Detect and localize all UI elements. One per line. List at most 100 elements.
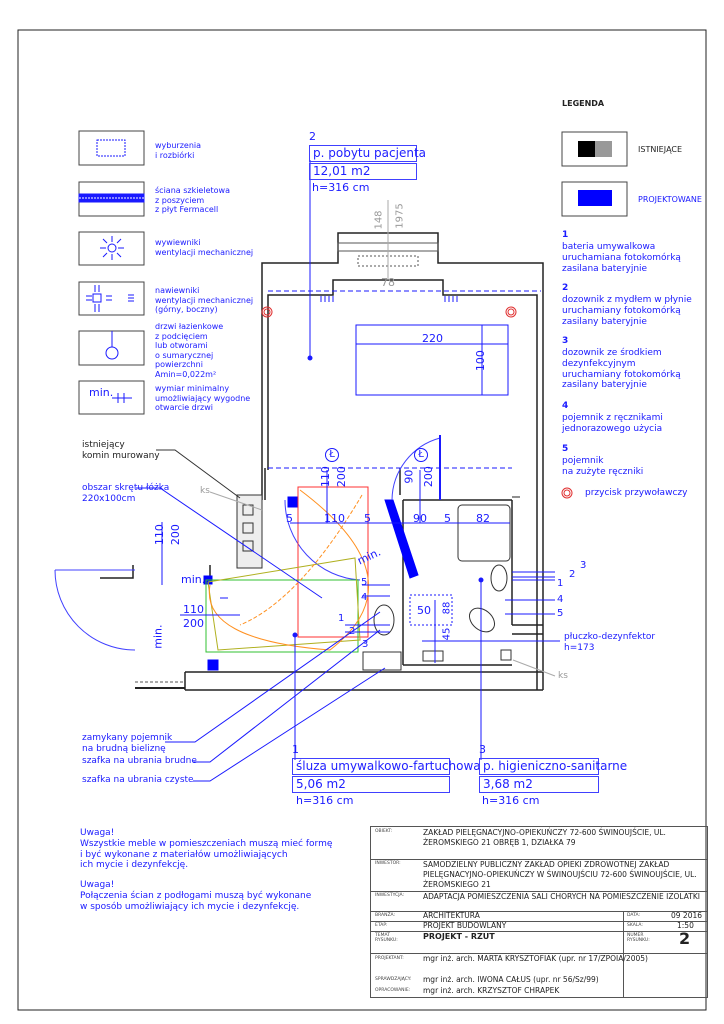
legend-item-text: pojemnik z ręcznikami jednorazowego użyc… [562, 413, 663, 434]
min-dimension-label: min. [151, 624, 165, 649]
laundry-annotation: zamykany pojemnik na brudną bieliznę [82, 733, 173, 754]
dim-82: 82 [476, 512, 490, 525]
investment-value: ADAPTACJA POMIESZCZENIA SALI CHORYCH NA … [423, 892, 700, 901]
fixture-num: 5 [361, 577, 368, 588]
caption: SPRAWDZAJĄCY: [375, 977, 412, 982]
legend-item-text: dozownik z mydłem w płynie uruchamiany f… [562, 295, 692, 327]
room-name: p. pobytu pacjenta [309, 145, 426, 162]
caption: BRANŻA: [375, 913, 396, 918]
legend-min-text: wymiar minimalny umożliwiający wygodne o… [155, 384, 251, 413]
dim-88: 88 [441, 601, 453, 615]
chimney-annotation: istniejący komin murowany [82, 440, 160, 461]
caption: TEMAT RYSUNKU: [375, 933, 398, 943]
sheet-frame [17, 29, 707, 1011]
dim-5: 5 [444, 512, 451, 525]
existing-swatch-icon [578, 141, 595, 157]
room-area: 5,06 m2 [292, 776, 450, 793]
room-number: 1 [292, 743, 299, 756]
washer-annotation: płuczko-dezynfektor h=173 [564, 632, 656, 653]
call-button-legend-text: przycisk przywoławczy [585, 488, 688, 498]
min-label: min. [89, 386, 114, 399]
dim-100: 100 [473, 350, 487, 372]
legend-item-num: 1 [562, 230, 569, 240]
investor-value: SAMODZIELNY PUBLICZNY ZAKŁAD OPIEKI ZDRO… [423, 860, 697, 889]
bed-turn-annotation: obszar skrętu łóżka 220x100cm [82, 483, 170, 504]
designed-label: PROJEKTOWANE [638, 195, 702, 204]
min-dimension-label: min. [181, 573, 206, 586]
door-undercut-icon: Ł [414, 448, 428, 462]
title-block: OBIEKT: ZAKŁAD PIELĘGNACYJNO-OPIEKUŃCZY … [370, 826, 708, 998]
existing-label: ISTNIEJĄCE [638, 145, 683, 154]
date-value: 09 2016 [671, 911, 703, 920]
legend-item-text: bateria umywalkowa uruchamiana fotokomór… [562, 242, 681, 274]
caption: INWESTOR: [375, 861, 401, 866]
dim-200: 200 [334, 466, 348, 488]
dim-50: 50 [417, 604, 431, 617]
caption: OPRACOWANIE: [375, 988, 411, 993]
discipline-value: ARCHITEKTURA [423, 911, 480, 920]
fixture-num: 4 [557, 594, 564, 605]
door-undercut-icon: Ł [325, 448, 339, 462]
washbasin [490, 564, 508, 592]
caption: OBIEKT: [375, 829, 393, 834]
stage-value: PROJEKT BUDOWLANY [423, 921, 507, 930]
caption: PROJEKTANT: [375, 956, 404, 961]
dim-200: 200 [421, 466, 435, 488]
call-button-icon [261, 306, 273, 318]
dim-90: 90 [413, 512, 427, 525]
drawing-subject-value: PROJEKT - RZUT [423, 932, 495, 941]
call-button-icon [505, 306, 517, 318]
room-height: h=316 cm [312, 181, 370, 194]
dim-5: 5 [286, 512, 293, 525]
legend-title: LEGENDA [562, 99, 605, 108]
legend-item-text: pojemnik na zużyte ręczniki [562, 456, 644, 477]
scale-value: 1:50 [677, 921, 694, 930]
exhaust-vent-icon [100, 236, 124, 260]
door-swing [54, 569, 136, 651]
legend-frame-wall-text: ściana szkieletowa z poszyciem z płyt Fe… [155, 186, 230, 215]
dim-200: 200 [183, 617, 204, 630]
door-swing [284, 499, 361, 581]
room-area: 12,01 m2 [309, 163, 417, 180]
dirty-cabinet-annotation: szafka na ubrania brudne [82, 756, 197, 766]
door-undercut-icon [105, 346, 119, 360]
caption: INWESTYCJA: [375, 893, 404, 898]
bed-outline [355, 324, 509, 396]
legend-item-num: 5 [562, 444, 569, 454]
fixture-num: 3 [580, 560, 587, 571]
caption: DATA: [627, 913, 641, 918]
designer-value: mgr inż. arch. MARTA KRYSZTOFIAK (upr. n… [423, 954, 648, 963]
dim-148: 148 [373, 210, 385, 230]
supply-vent-icon [444, 296, 458, 302]
room-number: 3 [479, 743, 486, 756]
object-value: ZAKŁAD PIELĘGNACYJNO-OPIEKUŃCZY 72-600 Ś… [423, 828, 666, 847]
dim-78: 78 [381, 276, 395, 289]
caption: ETAP: [375, 923, 388, 928]
legend-symbols [78, 130, 145, 415]
caption: NUMER RYSUNKU: [627, 933, 650, 943]
dim-110: 110 [183, 603, 204, 616]
demolition-hatch-icon [96, 139, 126, 157]
legend-item-text: dozownik ze środkiem dezynfekcyjnym uruc… [562, 348, 681, 391]
call-button-legend-icon [561, 487, 573, 499]
note-furniture: Uwaga! Wszystkie meble w pomieszczeniach… [80, 828, 333, 871]
dim-45: 45 [441, 627, 453, 641]
dim-110: 110 [152, 524, 166, 546]
ks-label: ks [558, 671, 568, 681]
dim-110: 110 [324, 512, 345, 525]
fixture-num: 2 [349, 626, 356, 637]
supply-vent-icon [86, 285, 134, 312]
author-value: mgr inż. arch. KRZYSZTOF CHRAPEK [423, 986, 560, 995]
drawing-number-value: 2 [679, 929, 691, 948]
fixture-num: 3 [362, 639, 369, 650]
legend-supply-text: nawiewniki wentylacji mechanicznej (górn… [155, 286, 254, 315]
dim-220: 220 [422, 332, 443, 345]
legend-item-num: 4 [562, 401, 569, 411]
dim-90: 90 [402, 469, 416, 484]
legend-exhaust-text: wywiewniki wentylacji mechanicznej [155, 238, 254, 257]
room-number: 2 [309, 130, 316, 143]
clean-cabinet-annotation: szafka na ubrania czyste [82, 775, 194, 785]
legend-item-num: 3 [562, 336, 569, 346]
dim-110: 110 [318, 466, 332, 488]
dim-200: 200 [168, 524, 182, 546]
